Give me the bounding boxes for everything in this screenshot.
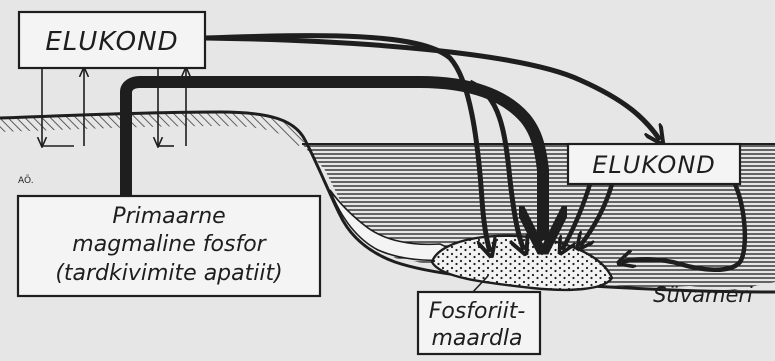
author-mark: AÕ. — [18, 174, 34, 186]
primary-phosphorus-line-1: Primaarne — [112, 204, 225, 229]
deposit-label-line-2: maardla — [432, 326, 523, 351]
sea-organisms-label: ELUKOND — [592, 151, 716, 179]
primary-phosphorus-line-2: magmaline fosfor — [72, 232, 267, 257]
land-organisms-label: ELUKOND — [45, 27, 178, 57]
ground-hatching — [0, 113, 305, 148]
deposit-label-line-1: Fosforiit- — [429, 299, 526, 324]
primary-phosphorus-line-3: (tardkivimite apatiit) — [55, 261, 282, 286]
deep-sea-label: Süvameri — [653, 283, 753, 307]
